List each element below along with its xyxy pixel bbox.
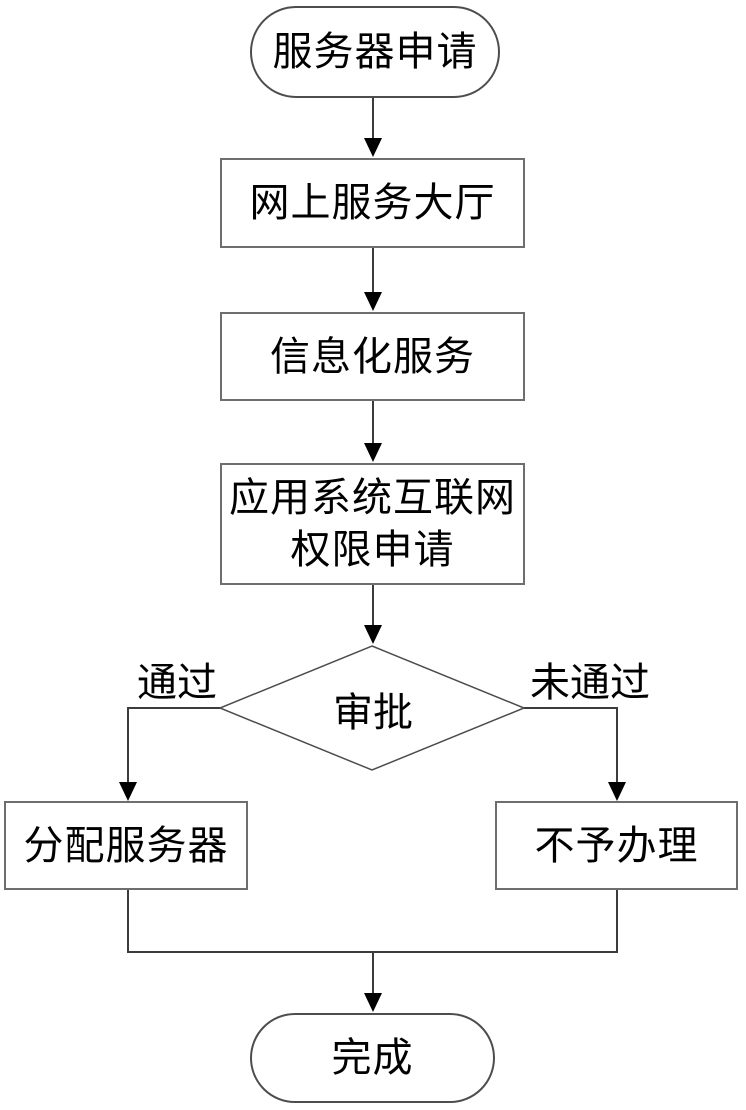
node-internet-permission-apply: 应用系统互联网 权限申请 <box>220 463 525 585</box>
node-hall-label: 网上服务大厅 <box>249 181 496 225</box>
edge-label-fail: 未通过 <box>530 661 650 705</box>
node-decision-label: 审批 <box>333 691 413 735</box>
arrowhead-decision-allocate <box>119 782 137 801</box>
arrowhead-hall-info <box>364 292 382 311</box>
node-online-service-hall: 网上服务大厅 <box>220 158 525 248</box>
arrowhead-info-apply <box>364 443 382 462</box>
node-apply-label-line2: 权限申请 <box>290 528 455 572</box>
arrowhead-apply-decision <box>364 625 382 644</box>
edge-allocate-merge <box>127 890 373 953</box>
node-end-label: 完成 <box>331 1036 414 1080</box>
node-end-terminator: 完成 <box>250 1013 495 1103</box>
node-start-label: 服务器申请 <box>272 30 478 74</box>
edge-reject-merge <box>373 890 618 953</box>
arrowhead-decision-reject <box>608 782 626 801</box>
node-info-label: 信息化服务 <box>270 334 475 379</box>
node-reject-label: 不予办理 <box>534 823 699 868</box>
arrowhead-start-hall <box>364 138 382 157</box>
edge-label-pass: 通过 <box>137 661 217 705</box>
decision-diamond <box>218 645 526 771</box>
node-reject-handle: 不予办理 <box>495 801 738 890</box>
node-start-terminator: 服务器申请 <box>250 6 500 98</box>
node-allocate-server: 分配服务器 <box>4 801 248 890</box>
node-apply-label-line1: 应用系统互联网 <box>229 476 516 520</box>
node-informatization-service: 信息化服务 <box>220 312 525 401</box>
edge-decision-reject <box>524 707 618 786</box>
edge-decision-allocate <box>127 707 220 786</box>
arrowhead-merge-end <box>364 993 382 1012</box>
node-allocate-label: 分配服务器 <box>23 823 229 868</box>
